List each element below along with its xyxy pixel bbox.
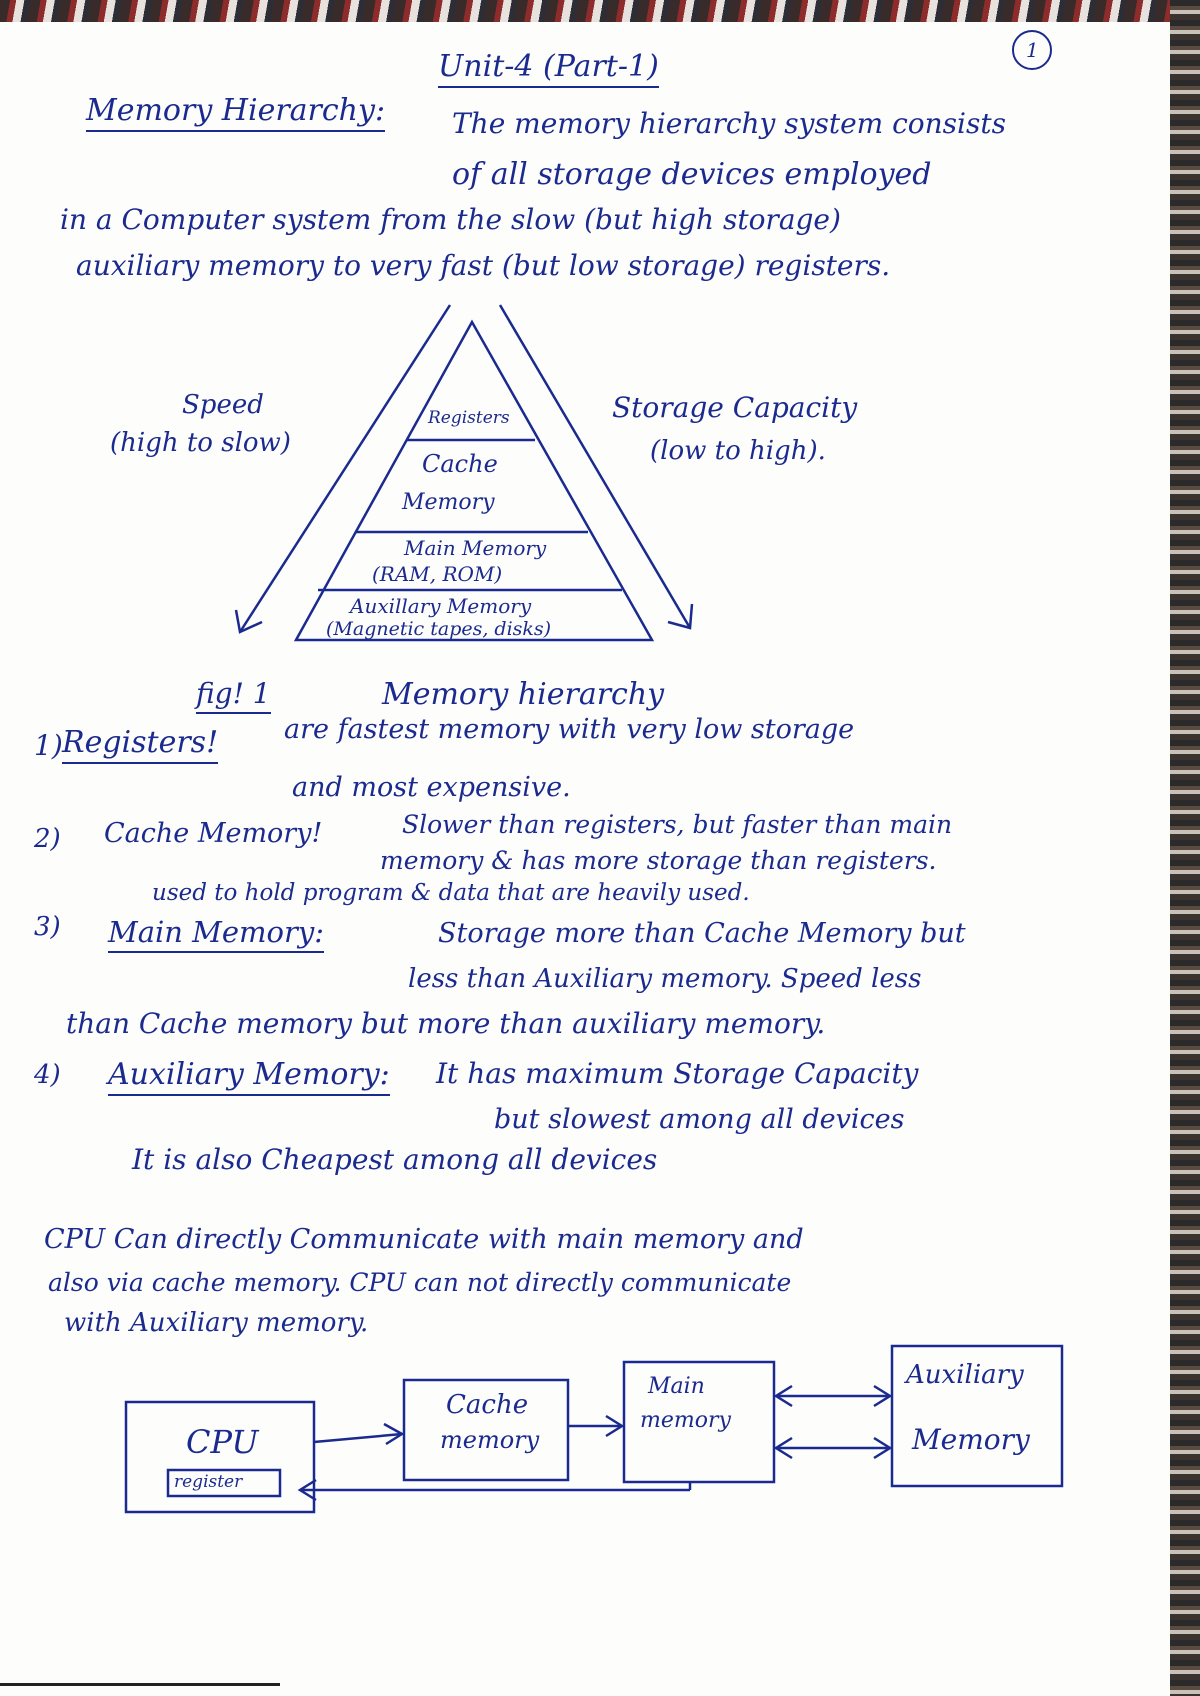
level-cache-line-1: Cache (422, 450, 498, 478)
cpu-note-line-2: also via cache memory. CPU can not direc… (48, 1268, 792, 1297)
cache-box-label-2: memory (440, 1426, 540, 1454)
level-cache-line-2: Memory (402, 490, 495, 515)
page-bottom-rule (0, 1683, 280, 1686)
arrowhead-lower-left (773, 1436, 793, 1460)
speed-arrow-line (238, 304, 452, 633)
capacity-label: Storage Capacity (612, 391, 858, 424)
aux-box-label-2: Memory (912, 1423, 1030, 1456)
item-2-line-1: Slower than registers, but faster than m… (402, 810, 953, 839)
aux-box-label-1: Auxiliary (906, 1360, 1024, 1390)
level-aux-line-1: Auxillary Memory (350, 594, 532, 618)
arrowhead-cpu-to-cache (383, 1422, 405, 1446)
page-number: 1 (1026, 38, 1039, 62)
item-3-line-3: than Cache memory but more than auxiliar… (66, 1007, 826, 1040)
item-4-line-2: but slowest among all devices (494, 1104, 905, 1135)
page-number-circle: 1 (1012, 30, 1052, 70)
arrowhead-cache-to-main (605, 1414, 625, 1438)
main-box-label-1: Main (648, 1374, 705, 1399)
item-4-term: Auxiliary Memory: (108, 1060, 390, 1096)
auxiliary-memory-box (890, 1344, 1064, 1488)
page-top-edge (0, 0, 1200, 22)
item-3-term: Main Memory: (108, 918, 324, 953)
arrowhead-lower-right (873, 1436, 893, 1460)
arrow-cpu-to-cache (313, 1432, 403, 1444)
cache-box (402, 1378, 570, 1482)
register-box-label: register (174, 1472, 243, 1492)
unit-title: Unit-4 (Part-1) (438, 52, 659, 88)
item-3-line-2: less than Auxiliary memory. Speed less (408, 964, 922, 994)
capacity-arrow-line (498, 304, 692, 629)
figure-caption-label: fig! 1 (196, 680, 271, 714)
level-main-line-1: Main Memory (404, 536, 547, 560)
main-box-label-2: memory (640, 1408, 731, 1433)
arrowhead-upper-right (873, 1384, 893, 1408)
intro-line-2: of all storage devices employed (452, 157, 932, 192)
level-main-line-2: (RAM, ROM) (372, 562, 503, 586)
item-2-line-3: used to hold program & data that are hea… (152, 880, 750, 906)
cpu-note-line-3: with Auxiliary memory. (64, 1308, 369, 1338)
intro-line-4: auxiliary memory to very fast (but low s… (76, 249, 891, 282)
item-3-line-1: Storage more than Cache Memory but (438, 918, 966, 949)
item-4-number: 4) (34, 1060, 61, 1090)
item-1-term: Registers! (62, 728, 219, 764)
section-heading: Memory Hierarchy: (86, 96, 386, 132)
main-memory-box (622, 1360, 776, 1484)
capacity-direction-label: (low to high). (650, 436, 826, 466)
arrowhead-upper-left (773, 1384, 793, 1408)
register-box (166, 1468, 282, 1498)
level-registers: Registers (428, 408, 510, 428)
item-2-line-2: memory & has more storage than registers… (380, 846, 937, 875)
cache-box-label-1: Cache (446, 1390, 529, 1420)
item-3-number: 3) (34, 912, 61, 942)
speed-direction-label: (high to slow) (110, 428, 291, 458)
pyramid-outline (293, 319, 655, 642)
intro-line-3: in a Computer system from the slow (but … (60, 203, 841, 236)
item-1-line-1: are fastest memory with very low storage (284, 714, 855, 745)
item-2-term: Cache Memory! (104, 818, 323, 849)
item-1-number: 1) (34, 729, 63, 762)
page-right-edge (1170, 0, 1200, 1696)
capacity-arrow-head (667, 603, 694, 630)
speed-label: Speed (182, 390, 264, 420)
item-2-number: 2) (34, 824, 61, 854)
speed-arrow-head (234, 609, 263, 634)
intro-line-1: The memory hierarchy system consists (452, 107, 1006, 140)
arrowhead-main-to-cpu (297, 1478, 317, 1502)
level-aux-line-2: (Magnetic tapes, disks) (326, 618, 552, 640)
cpu-note-line-1: CPU Can directly Communicate with main m… (44, 1224, 804, 1255)
item-1-line-2: and most expensive. (292, 772, 571, 803)
cpu-box (124, 1400, 316, 1514)
figure-caption-text: Memory hierarchy (382, 677, 665, 712)
item-4-line-3: It is also Cheapest among all devices (132, 1143, 658, 1176)
item-4-line-1: It has maximum Storage Capacity (436, 1057, 919, 1090)
cpu-box-label: CPU (186, 1423, 259, 1461)
